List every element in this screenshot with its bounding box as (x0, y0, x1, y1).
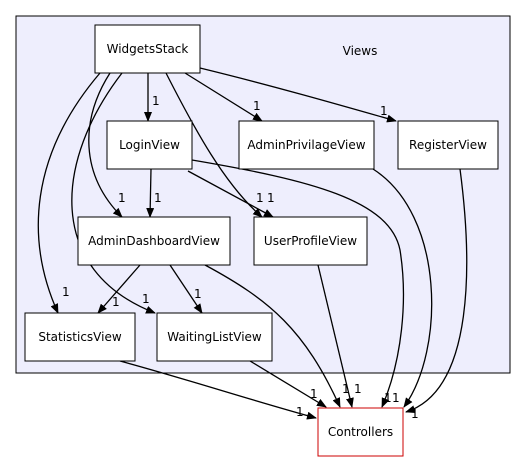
edge-label-admindashboardview-statisticsview: 1 (112, 295, 120, 309)
node-waitinglistview-label: WaitingListView (167, 330, 262, 344)
edge-waitinglistview-controllers (249, 360, 327, 408)
edge-label-widgetsstack-waitinglistview: 1 (142, 292, 150, 306)
edge-label-userprofileview-controllers: 1 (354, 382, 362, 396)
node-loginview[interactable]: LoginView (106, 120, 193, 170)
node-statisticsview-label: StatisticsView (38, 330, 122, 344)
edge-loginview-admindashboardview (146, 168, 155, 218)
edges: 1 1 1 1 1 1 1 1 1 1 1 1 (37, 67, 468, 421)
edge-label-widgetsstack-admindashboardview: 1 (118, 191, 126, 205)
edge-label-statisticsview-controllers: 1 (296, 405, 304, 419)
edge-label-loginview-controllers: 1 (384, 391, 392, 405)
node-adminprivilageview[interactable]: AdminPrivilageView (238, 120, 375, 170)
node-statisticsview-box[interactable] (24, 312, 136, 362)
edge-admindashboardview-controllers (204, 264, 341, 408)
edge-label-widgetsstack-adminprivilageview: 1 (253, 99, 261, 113)
node-loginview-label: LoginView (119, 138, 180, 152)
edge-admindashboardview-statisticsview (97, 264, 141, 314)
edge-adminprivilageview-controllers (372, 168, 433, 408)
edge-label-widgetsstack-statisticsview: 1 (62, 285, 70, 299)
nodes: WidgetsStack LoginView AdminPrivilageVie… (24, 24, 499, 457)
node-admindashboardview-box[interactable] (77, 216, 231, 266)
node-userprofileview-box[interactable] (253, 216, 368, 266)
edge-label-widgetsstack-registerview: 1 (380, 104, 388, 118)
edge-label-adminprivilageview-controllers: 1 (392, 391, 400, 405)
edge-widgetsstack-admindashboardview (88, 72, 123, 218)
node-waitinglistview[interactable]: WaitingListView (156, 312, 273, 362)
edge-label-widgetsstack-userprofileview: 1 (256, 191, 264, 205)
node-userprofileview[interactable]: UserProfileView (253, 216, 368, 266)
edge-widgetsstack-waitinglistview (71, 72, 156, 314)
node-widgetsstack[interactable]: WidgetsStack (94, 24, 201, 74)
node-statisticsview[interactable]: StatisticsView (24, 312, 136, 362)
edge-loginview-controllers (191, 159, 405, 408)
edge-statisticsview-controllers (119, 360, 317, 420)
edge-widgetsstack-statisticsview (37, 72, 101, 314)
node-loginview-box[interactable] (106, 120, 193, 170)
node-controllers-box[interactable] (317, 407, 404, 457)
node-widgetsstack-box[interactable] (94, 24, 201, 74)
node-admindashboardview-label: AdminDashboardView (88, 234, 220, 248)
edge-widgetsstack-registerview (199, 67, 397, 123)
edge-label-loginview-userprofileview: 1 (267, 191, 275, 205)
edge-label-admindashboardview-controllers: 1 (342, 382, 350, 396)
node-userprofileview-label: UserProfileView (264, 234, 357, 248)
node-adminprivilageview-label: AdminPrivilageView (247, 138, 365, 152)
node-waitinglistview-box[interactable] (156, 312, 273, 362)
edge-loginview-userprofileview (187, 170, 274, 218)
node-registerview-label: RegisterView (409, 138, 487, 152)
views-cluster-label: Views (343, 44, 378, 58)
edge-label-admindashboardview-waitinglistview: 1 (194, 287, 202, 301)
node-admindashboardview[interactable]: AdminDashboardView (77, 216, 231, 266)
edge-admindashboardview-waitinglistview (169, 264, 203, 314)
node-adminprivilageview-box[interactable] (238, 120, 375, 170)
node-registerview[interactable]: RegisterView (397, 120, 499, 170)
edge-userprofileview-controllers (317, 264, 354, 408)
edge-widgetsstack-adminprivilageview (184, 72, 263, 122)
node-registerview-box[interactable] (397, 120, 499, 170)
edge-label-widgetsstack-loginview: 1 (152, 94, 160, 108)
edge-label-registerview-controllers: 1 (411, 407, 419, 421)
node-widgetsstack-label: WidgetsStack (107, 42, 189, 56)
edge-label-loginview-admindashboardview: 1 (154, 191, 162, 205)
node-controllers[interactable]: Controllers (317, 407, 404, 457)
edge-label-waitinglistview-controllers: 1 (310, 387, 318, 401)
edge-registerview-controllers (405, 168, 468, 414)
node-controllers-label: Controllers (328, 425, 393, 439)
